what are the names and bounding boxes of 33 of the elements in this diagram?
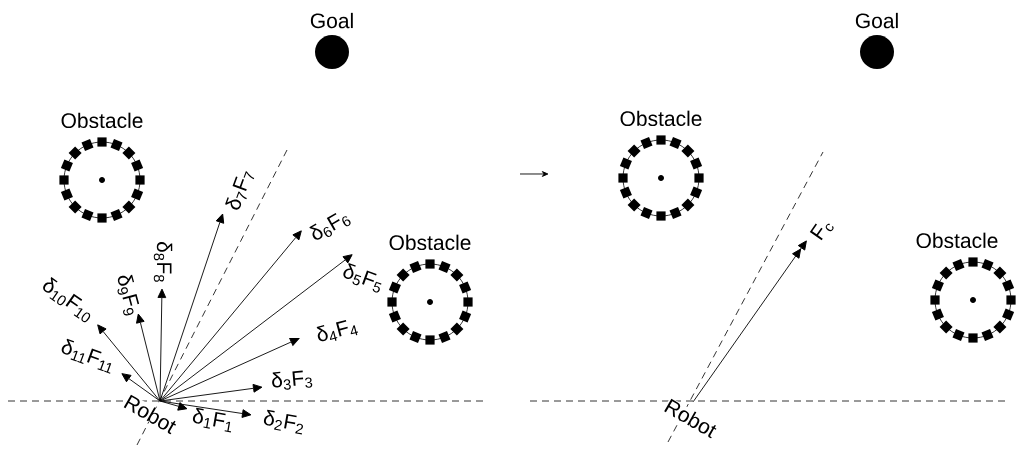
edge-label: δ$_{8}$F$_{8}$ (153, 241, 173, 282)
node-label: Goal (855, 12, 898, 29)
obstacle: Obstacle (618, 110, 704, 221)
node-label: Goal (310, 12, 353, 29)
edge-label: δ$_{11}$F$_{11}$ (61, 338, 112, 374)
obstacle: Obstacle (59, 112, 145, 223)
arrow (136, 313, 161, 402)
obstacle: Obstacle (387, 234, 473, 345)
arrow (692, 240, 807, 403)
arrow (159, 337, 300, 402)
edge-label: F$_{c}$ (809, 223, 834, 241)
edge-label: δ$_{1}$F$_{1}$ (192, 407, 231, 433)
arrow (159, 400, 252, 418)
edge-label: δ$_{10}$F$_{10}$ (43, 277, 91, 323)
edge-label: δ$_{5}$F$_{5}$ (343, 263, 382, 293)
edge-label: δ$_{2}$F$_{2}$ (263, 409, 303, 435)
edge-label: δ$_{3}$F$_{3}$ (272, 370, 313, 390)
arrow (159, 254, 353, 402)
arrow (157, 288, 167, 402)
node-label: Obstacle (61, 112, 143, 129)
obstacle: Obstacle (916, 232, 1016, 343)
arrow (159, 213, 225, 402)
node-label: Obstacle (620, 110, 702, 127)
node-label: Obstacle (389, 234, 471, 251)
edge-label: δ$_{6}$F$_{6}$ (309, 212, 351, 240)
arrow (159, 230, 302, 402)
node-label: Obstacle (916, 232, 998, 249)
arrow (97, 324, 161, 402)
edge-label: δ$_{9}$F$_{9}$ (117, 274, 140, 316)
arrow (159, 383, 263, 402)
arrow (121, 373, 161, 402)
edge-label: δ$_{4}$F$_{4}$ (316, 319, 359, 342)
edge-label: δ$_{7}$F$_{7}$ (225, 171, 255, 210)
